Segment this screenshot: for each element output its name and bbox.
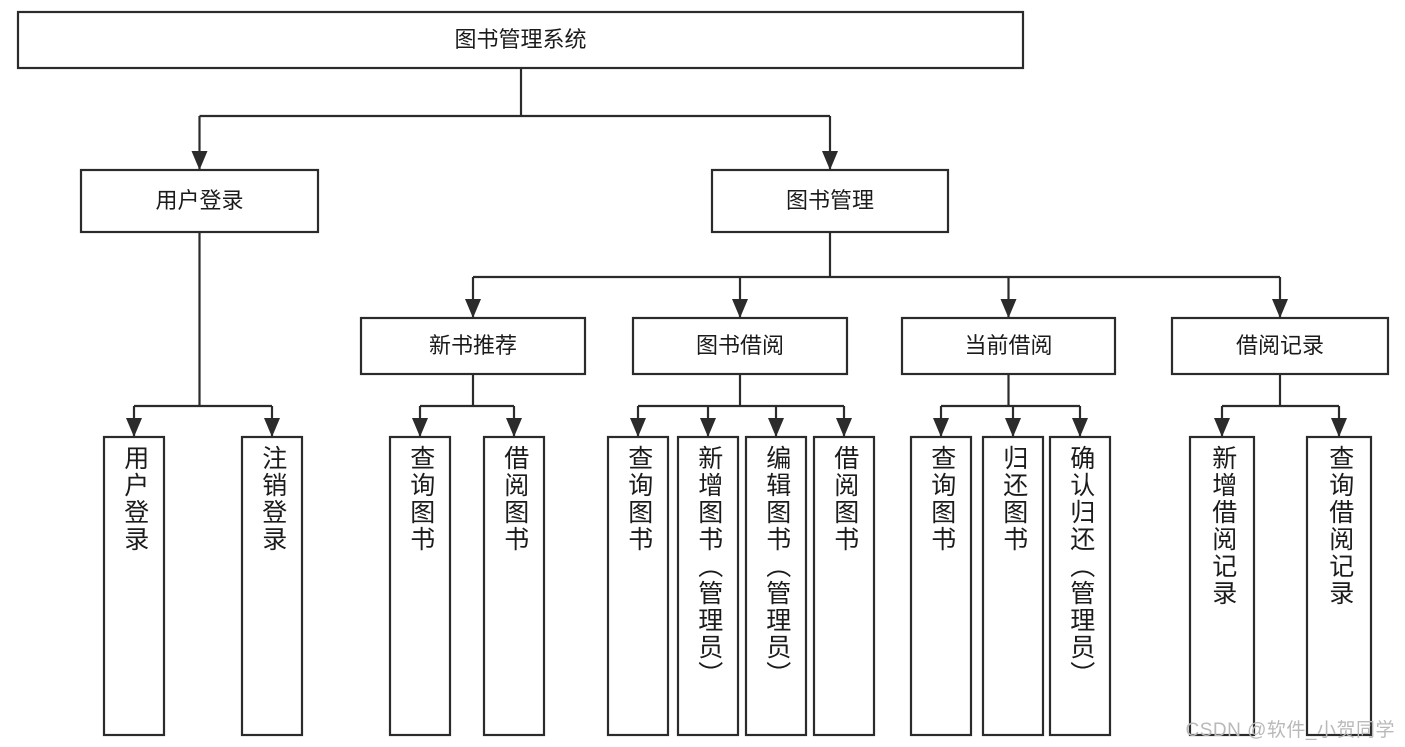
node-current-borrow-label: 当前借阅 [964,333,1052,358]
node-leaf-query-book-2-rect[interactable] [606,435,670,737]
watermark-text: CSDN @软件_小贺同学 [1185,720,1395,741]
node-leaf-query-book-2-box[interactable] [606,435,670,737]
node-book-borrow-box[interactable] [631,316,849,376]
arrow-to-current-borrow [1000,299,1017,318]
boxes-layer [16,10,1390,737]
arrow-to-leaf-user-login [126,418,142,437]
node-leaf-borrow-book-1-rect[interactable] [482,435,546,737]
arrow-to-user-login [191,151,208,170]
node-leaf-query-record-box[interactable] [1305,435,1373,737]
node-leaf-borrow-book-1-box[interactable] [482,435,546,737]
node-leaf-confirm-return-box[interactable] [1048,435,1112,737]
node-leaf-user-login-rect[interactable] [102,435,166,737]
node-user-login-label: 用户登录 [155,188,243,213]
node-leaf-borrow-book-2-box[interactable] [812,435,876,737]
node-leaf-query-book-1-rect[interactable] [388,435,452,737]
arrow-to-book-manage [822,151,838,170]
node-leaf-add-book-box[interactable] [676,435,740,737]
node-borrow-record-rect[interactable] [1170,316,1390,376]
arrow-to-leaf-confirm-return [1072,418,1088,437]
node-root-label: 图书管理系统 [454,27,586,52]
arrow-to-leaf-borrow-book-2 [836,418,852,437]
arrow-to-leaf-logout [264,418,280,437]
node-leaf-query-book-3-box[interactable] [909,435,973,737]
node-new-book-recommend-box[interactable] [359,316,587,376]
arrow-to-new-book-recommend [465,299,481,318]
node-root-box[interactable] [16,10,1025,70]
arrow-to-leaf-query-book-2 [630,418,646,437]
node-user-login-rect[interactable] [79,168,320,234]
node-borrow-record-box[interactable] [1170,316,1390,376]
arrow-to-leaf-return-book [1005,418,1021,437]
node-leaf-query-book-3-rect[interactable] [909,435,973,737]
arrow-to-leaf-query-book-1 [412,418,428,437]
node-leaf-query-book-1-box[interactable] [388,435,452,737]
arrow-to-borrow-record [1272,299,1288,318]
node-leaf-confirm-return-rect[interactable] [1048,435,1112,737]
node-root-rect[interactable] [16,10,1025,70]
node-book-borrow-rect[interactable] [631,316,849,376]
node-leaf-borrow-book-2-rect[interactable] [812,435,876,737]
node-leaf-logout-box[interactable] [240,435,304,737]
arrow-to-book-borrow [732,299,748,318]
node-leaf-return-book-box[interactable] [981,435,1045,737]
node-current-borrow-rect[interactable] [900,316,1117,376]
node-borrow-record-label: 借阅记录 [1236,333,1324,358]
arrow-to-leaf-add-record [1214,418,1230,437]
node-leaf-add-record-box[interactable] [1188,435,1256,737]
node-leaf-query-record-rect[interactable] [1305,435,1373,737]
node-book-borrow-label: 图书借阅 [696,333,784,358]
node-leaf-edit-book-rect[interactable] [744,435,808,737]
node-new-book-recommend-label: 新书推荐 [429,333,517,358]
node-leaf-logout-rect[interactable] [240,435,304,737]
arrow-to-leaf-edit-book [768,418,784,437]
node-book-manage-label: 图书管理 [786,188,874,213]
node-book-manage-rect[interactable] [710,168,950,234]
node-leaf-add-book-rect[interactable] [676,435,740,737]
arrow-to-leaf-borrow-book-1 [506,418,522,437]
node-leaf-user-login-box[interactable] [102,435,166,737]
connectors-layer [126,68,1347,437]
node-current-borrow-box[interactable] [900,316,1117,376]
node-leaf-add-record-rect[interactable] [1188,435,1256,737]
arrow-to-leaf-query-book-3 [933,418,949,437]
node-new-book-recommend-rect[interactable] [359,316,587,376]
node-book-manage-box[interactable] [710,168,950,234]
arrow-to-leaf-query-record [1331,418,1347,437]
node-leaf-return-book-rect[interactable] [981,435,1045,737]
node-leaf-edit-book-box[interactable] [744,435,808,737]
node-user-login-box[interactable] [79,168,320,234]
arrow-to-leaf-add-book [700,418,716,437]
